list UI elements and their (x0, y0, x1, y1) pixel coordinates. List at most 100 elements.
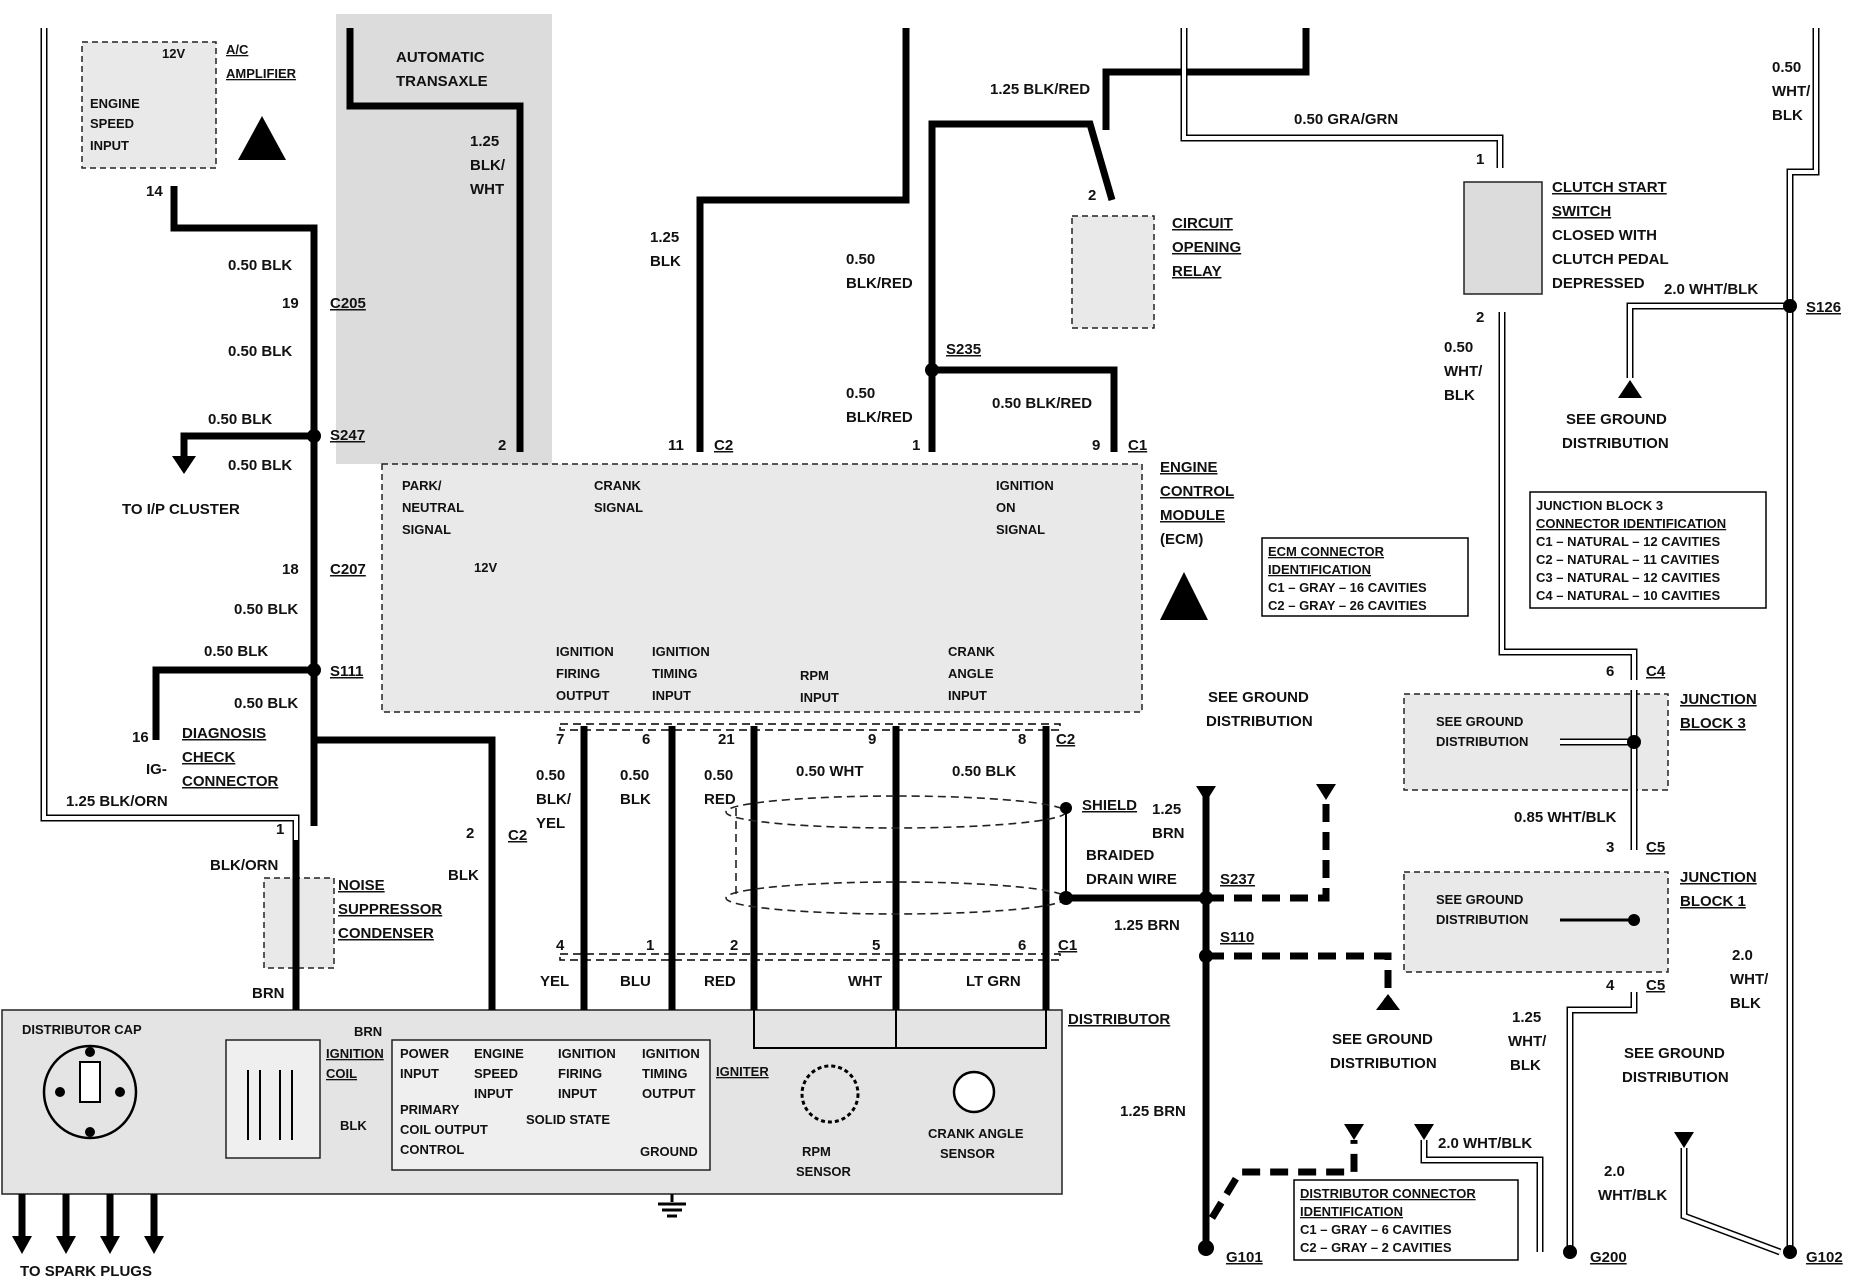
jb3-c4-pin: 6 (1606, 663, 1614, 680)
w050-red: RED (704, 791, 736, 808)
dist-cap: DISTRIBUTOR CAP (22, 1022, 142, 1037)
dist-es3: INPUT (474, 1086, 513, 1101)
cap-dot-1 (85, 1047, 95, 1057)
label-blk-orn: BLK/ORN (210, 857, 278, 874)
c1-label-lower: C1 (1058, 937, 1077, 954)
wire-125-blk-wht (346, 28, 524, 452)
pin-8-c2: 8 (1018, 731, 1026, 748)
wire-dist-bottom (753, 1010, 1047, 1049)
wire-ac-050-blk (170, 186, 318, 826)
w125-brn: BRN (1152, 825, 1185, 842)
cap-dot-3 (115, 1087, 125, 1097)
c2-label-right: C2 (1056, 731, 1075, 748)
label-050-gra-grn: 0.50 GRA/GRN (1294, 111, 1398, 128)
jb3-c5: C5 (1646, 839, 1665, 856)
ecm-12v: 12V (474, 560, 497, 575)
ac-input1: ENGINE (90, 96, 140, 111)
distributor-rotor (79, 1061, 101, 1103)
w050-b: 0.50 (620, 767, 649, 784)
ac-pin14: 14 (146, 183, 163, 200)
arrow-top-brn (1196, 786, 1216, 802)
dist-igniter: IGNITER (716, 1064, 769, 1079)
c1-label-upper: C1 (1128, 437, 1147, 454)
g102-dot (1783, 1245, 1797, 1259)
label-20-wht-blk-s126: 2.0 WHT/BLK (1664, 281, 1758, 298)
ecm-fir1: IGNITION (556, 644, 614, 659)
label-050blk-5: 0.50 BLK (234, 601, 298, 618)
relay-line3: RELAY (1172, 263, 1221, 280)
shield-dash-bot (559, 953, 1061, 961)
label-blk-engine: BLK (448, 867, 479, 884)
see-ground-mid-1: SEE GROUND (1208, 689, 1309, 706)
ac-title1: A/C (226, 42, 249, 57)
label-ltgrn: LT GRN (966, 973, 1021, 990)
dist-it2: TIMING (642, 1066, 688, 1081)
label-050blk-2: 0.50 BLK (228, 343, 292, 360)
diag-line2: CHECK (182, 749, 236, 766)
pin-7: 7 (556, 731, 564, 748)
ecm-tim2: TIMING (652, 666, 698, 681)
s126-ground-arrow (1618, 380, 1642, 398)
dist-prim1: PRIMARY (400, 1102, 460, 1117)
g101-label: G101 (1226, 1249, 1263, 1266)
jb1-gnd1: SEE GROUND (1436, 892, 1523, 907)
jb3-table-row4: C4 – NATURAL – 10 CAVITIES (1536, 588, 1721, 603)
ecm-rpm2: INPUT (800, 690, 839, 705)
blkwht-1: 1.25 (470, 133, 499, 150)
wire-125-blk-red-top (1102, 28, 1310, 130)
wire-g102 (1680, 1148, 1782, 1256)
blkred-full: 0.50 BLK/RED (992, 395, 1092, 412)
dist-es1: ENGINE (474, 1046, 524, 1061)
dist-it1: IGNITION (642, 1046, 700, 1061)
warning-icon-ecm (1160, 572, 1208, 620)
dist-cas1: CRANK ANGLE (928, 1126, 1024, 1141)
ecm-ca1: CRANK (948, 644, 996, 659)
ecm-ca2: ANGLE (948, 666, 994, 681)
dist-brn: BRN (354, 1024, 382, 1039)
dist-table-title1: DISTRIBUTOR CONNECTOR (1300, 1186, 1476, 1201)
ac-12v: 12V (162, 46, 185, 61)
wire-g101-dash (1209, 1140, 1358, 1220)
clutch-switch-box (1463, 181, 1543, 295)
s126-dot (1783, 299, 1797, 313)
dist-table-title2: IDENTIFICATION (1300, 1204, 1403, 1219)
ecm-park1: PARK/ (402, 478, 442, 493)
blk125-a: 1.25 (650, 229, 679, 246)
diag-ig: IG- (146, 761, 167, 778)
rpm-sensor-icon (800, 1064, 860, 1124)
s110-label: S110 (1220, 929, 1254, 946)
wire-g102-inner (1682, 1148, 1781, 1254)
dist-rpm1: RPM (802, 1144, 831, 1159)
diag-line3: CONNECTOR (182, 773, 279, 790)
to-spark-plugs: TO SPARK PLUGS (20, 1263, 152, 1280)
c205-pin: 19 (282, 295, 299, 312)
jb3-table-row3: C3 – NATURAL – 12 CAVITIES (1536, 570, 1721, 585)
jb3-line2: BLOCK 3 (1680, 715, 1746, 732)
ecm-box (381, 463, 1143, 713)
arrow-g200 (1414, 1124, 1434, 1140)
wht125-c: BLK (1510, 1057, 1541, 1074)
dist-pw1: POWER (400, 1046, 450, 1061)
pin-6-top: 6 (642, 731, 650, 748)
whtblk-a: 0.50 (1444, 339, 1473, 356)
jb3-gnd1: SEE GROUND (1436, 714, 1523, 729)
s237-label: S237 (1220, 871, 1255, 888)
ac-input2: SPEED (90, 116, 134, 131)
w050-c: 0.50 (704, 767, 733, 784)
ecm-rpm1: RPM (800, 668, 829, 683)
noise-line2: SUPPRESSOR (338, 901, 442, 918)
label-blu: BLU (620, 973, 651, 990)
wire-right-wht-blk (1786, 28, 1820, 1248)
ecm-connector-table (1261, 537, 1469, 617)
right-blk: BLK (1772, 107, 1803, 124)
pin-9-c1: 9 (1092, 437, 1100, 454)
arrow-g101-dash (1344, 1124, 1364, 1140)
transaxle-line1: AUTOMATIC (396, 49, 485, 66)
pin-2-c2: 2 (466, 825, 474, 842)
diag-pin: 16 (132, 729, 149, 746)
label-red: RED (704, 973, 736, 990)
ecm-ign2: ON (996, 500, 1016, 515)
dist-prim2: COIL OUTPUT (400, 1122, 488, 1137)
wire-125-blk-red (928, 120, 1116, 452)
